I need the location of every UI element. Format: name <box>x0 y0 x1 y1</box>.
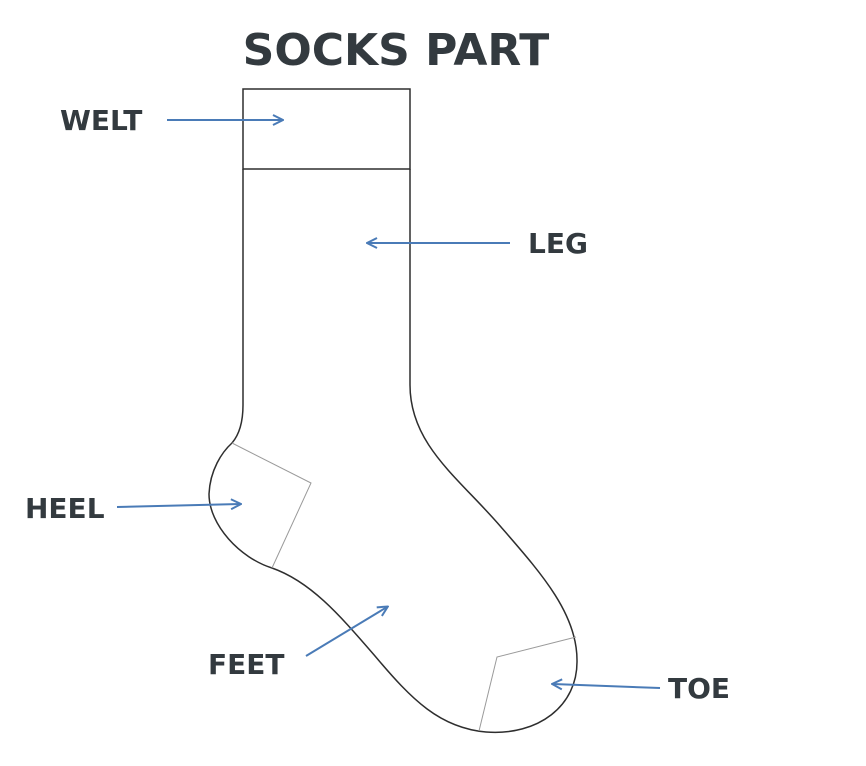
label-toe: TOE <box>668 672 730 705</box>
heel-arrow <box>117 504 240 507</box>
toe-arrow <box>553 684 660 688</box>
feet-arrow <box>306 607 387 656</box>
pointer-arrows <box>117 120 660 688</box>
diagram-title: SOCKS PART <box>243 25 550 76</box>
label-feet: FEET <box>208 648 284 681</box>
label-leg: LEG <box>528 227 588 260</box>
welt-band <box>243 89 410 169</box>
label-welt: WELT <box>60 104 142 137</box>
heel-seam <box>232 443 311 568</box>
sock-illustration <box>209 89 577 732</box>
label-heel: HEEL <box>25 492 105 525</box>
